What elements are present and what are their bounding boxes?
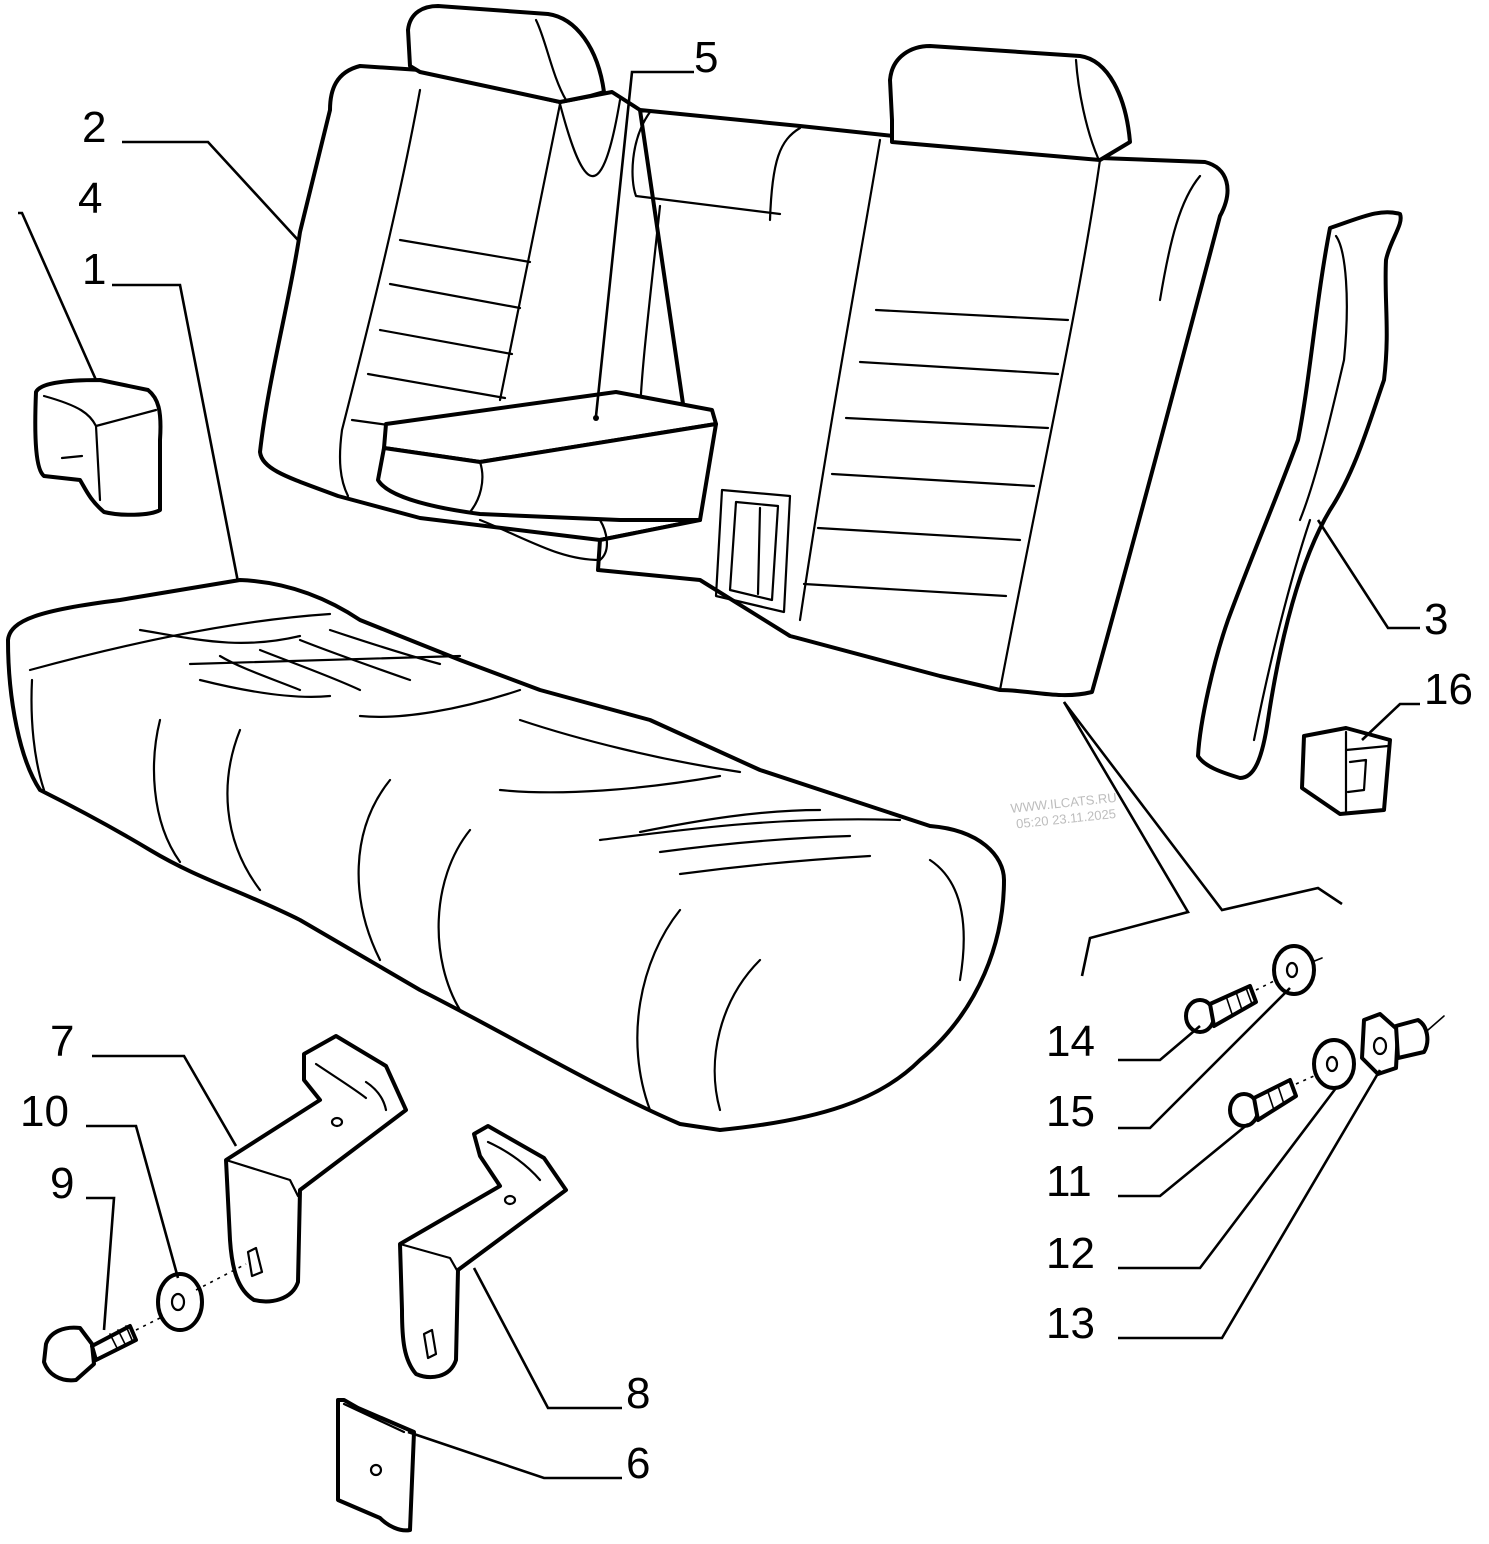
callout-11: 11 <box>1046 1157 1092 1206</box>
part-6-plate <box>336 1398 416 1533</box>
part-13-nut <box>1360 1012 1430 1076</box>
callout-4: 4 <box>78 174 102 223</box>
callout-10: 10 <box>20 1087 69 1136</box>
callout-16: 16 <box>1424 665 1473 714</box>
seat-backrest <box>258 4 1230 698</box>
watermark: WWW.ILCATS.RU 05:20 23.11.2025 <box>1010 790 1118 832</box>
callout-8: 8 <box>626 1369 650 1418</box>
callout-14: 14 <box>1046 1017 1095 1066</box>
callout-3: 3 <box>1424 595 1448 644</box>
part-3-side-trim <box>1196 210 1403 780</box>
part-8-bracket <box>398 1124 568 1379</box>
part-7-bracket <box>224 1034 408 1304</box>
callout-1: 1 <box>82 245 106 294</box>
part-4-side-cover <box>33 378 163 517</box>
leader-lines <box>18 70 1420 1480</box>
callout-labels: 1 2 3 4 5 6 7 8 9 10 11 12 13 14 15 16 <box>20 33 1473 1488</box>
callout-2: 2 <box>82 103 106 152</box>
part-12-washer <box>1312 1038 1356 1090</box>
seat-cushion <box>6 578 1006 1132</box>
part-10-washer <box>156 1272 204 1332</box>
part-15-washer <box>1272 944 1316 996</box>
callout-6: 6 <box>626 1439 650 1488</box>
callout-7: 7 <box>50 1017 74 1066</box>
part-9-bolt <box>42 1324 138 1383</box>
callout-13: 13 <box>1046 1299 1095 1348</box>
callout-12: 12 <box>1046 1229 1095 1278</box>
part-16-clip <box>1300 726 1392 816</box>
part-14-screw <box>1184 984 1258 1034</box>
callout-15: 15 <box>1046 1087 1095 1136</box>
part-11-screw <box>1228 1078 1298 1128</box>
callout-5: 5 <box>694 33 718 82</box>
callout-9: 9 <box>50 1159 74 1208</box>
armrest <box>376 390 718 562</box>
